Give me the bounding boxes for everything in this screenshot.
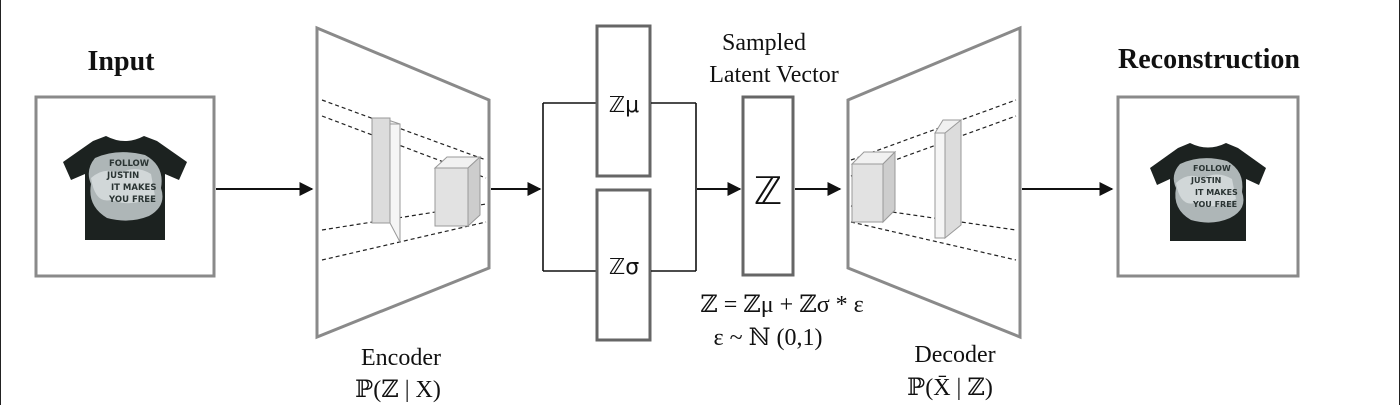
encoder-layer-2 — [433, 155, 482, 228]
reconstruction-title: Reconstruction — [1118, 44, 1300, 75]
sampled-z-box — [741, 95, 795, 277]
encoder-projection-lines — [321, 99, 487, 261]
sampled-title-line1: Sampled — [722, 30, 806, 56]
input-shirt-text-1: FOLLOW — [109, 159, 150, 169]
merge-bracket — [651, 102, 697, 272]
output-tshirt-image: FOLLOW JUSTIN IT MAKES YOU FREE — [1150, 143, 1266, 241]
decoder-formula: ℙ(X̄ | ℤ) — [907, 375, 993, 401]
reparam-equation: ℤ = ℤμ + ℤσ * ε — [700, 292, 864, 318]
output-shirt-text-2: JUSTIN — [1190, 176, 1221, 185]
encoder-label: Encoder — [361, 345, 441, 371]
output-shirt-text-1: FOLLOW — [1193, 164, 1231, 173]
sampled-title-line2: Latent Vector — [709, 62, 839, 88]
decoder-layer-2 — [934, 118, 962, 240]
input-shirt-text-4: YOU FREE — [108, 195, 156, 205]
output-shirt-text-4: YOU FREE — [1192, 200, 1237, 209]
decoder-layer-1 — [850, 150, 897, 224]
sigma-label: ℤσ — [609, 255, 639, 280]
mu-label: ℤμ — [609, 93, 639, 118]
decoder-trapezoid — [846, 25, 1022, 340]
split-bracket — [542, 102, 596, 272]
decoder-label: Decoder — [914, 342, 995, 368]
sampled-z-label: ℤ — [754, 169, 782, 213]
input-title: Input — [88, 46, 156, 77]
output-shirt-text-3: IT MAKES — [1195, 188, 1238, 197]
mu-box — [595, 24, 652, 178]
encoder-formula: ℙ(ℤ | X) — [355, 377, 441, 403]
sigma-box — [595, 188, 652, 342]
encoder-layer-1 — [371, 117, 401, 243]
encoder-trapezoid — [315, 25, 491, 340]
input-shirt-text-3: IT MAKES — [111, 183, 156, 193]
input-tshirt-image: FOLLOW JUSTIN IT MAKES YOU FREE — [63, 136, 187, 240]
input-shirt-text-2: JUSTIN — [106, 171, 139, 181]
noise-distribution: ε ~ ℕ (0,1) — [714, 325, 823, 351]
